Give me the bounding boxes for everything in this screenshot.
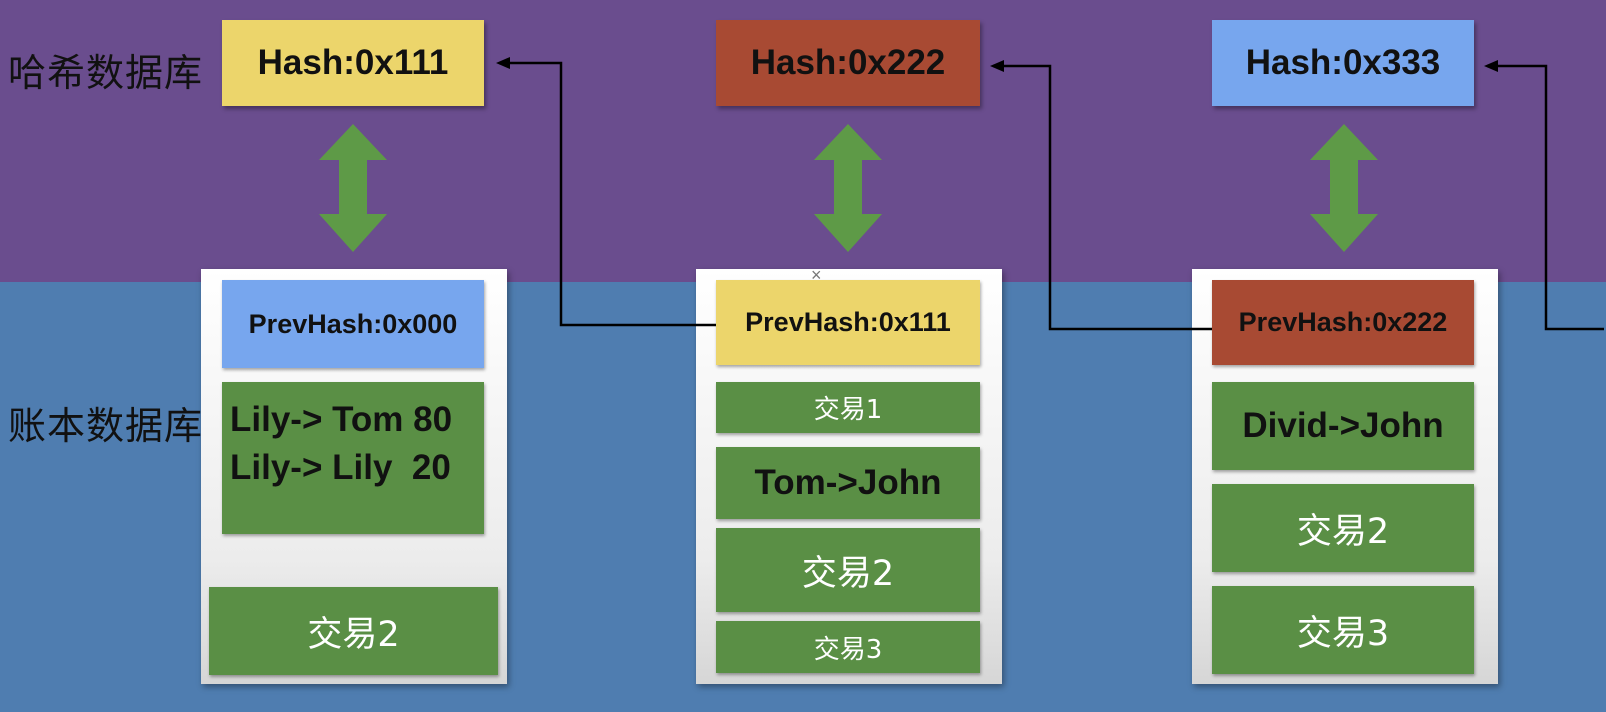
transaction-box-3: 交易3 [716,621,980,673]
ledger-block-2: PrevHash:0x111 交易1 Tom->John 交易2 交易3 [696,269,1002,684]
hash-database-label: 哈希数据库 [8,51,204,95]
ledger-database-label: 账本数据库 [8,404,204,448]
hash-box-2: Hash:0x222 [716,20,980,106]
connector-arrow [499,61,716,327]
double-arrow-icon [814,124,882,252]
prev-hash-box-1: PrevHash:0x000 [222,280,484,368]
transaction-box-1: 交易1 [716,382,980,433]
connector-arrow [1487,64,1604,331]
transaction-box-main-1: Lily-> Tom 80 Lily-> Lily 20 [222,382,484,534]
double-arrow-icon [1310,124,1378,252]
transaction-box-2: 交易2 [716,528,980,612]
hash-box-1: Hash:0x111 [222,20,484,106]
transaction-box-main-3: Divid->John [1212,382,1474,470]
ledger-block-3: PrevHash:0x222 Divid->John 交易2 交易3 [1192,269,1498,684]
connector-arrow [993,64,1212,331]
transaction-box-3: 交易3 [1212,586,1474,674]
double-arrow-icon [319,124,387,252]
transaction-box-main-2: Tom->John [716,447,980,519]
ledger-block-1: PrevHash:0x000 Lily-> Tom 80 Lily-> Lily… [201,269,507,684]
transaction-box-2: 交易2 [209,587,498,675]
prev-hash-box-3: PrevHash:0x222 [1212,280,1474,365]
transaction-box-2: 交易2 [1212,484,1474,572]
close-icon[interactable]: × [811,265,822,285]
prev-hash-box-2: PrevHash:0x111 [716,280,980,365]
hash-box-3: Hash:0x333 [1212,20,1474,106]
transaction-line: Lily-> Lily 20 [230,448,451,487]
transaction-line: Lily-> Tom 80 [230,400,453,439]
